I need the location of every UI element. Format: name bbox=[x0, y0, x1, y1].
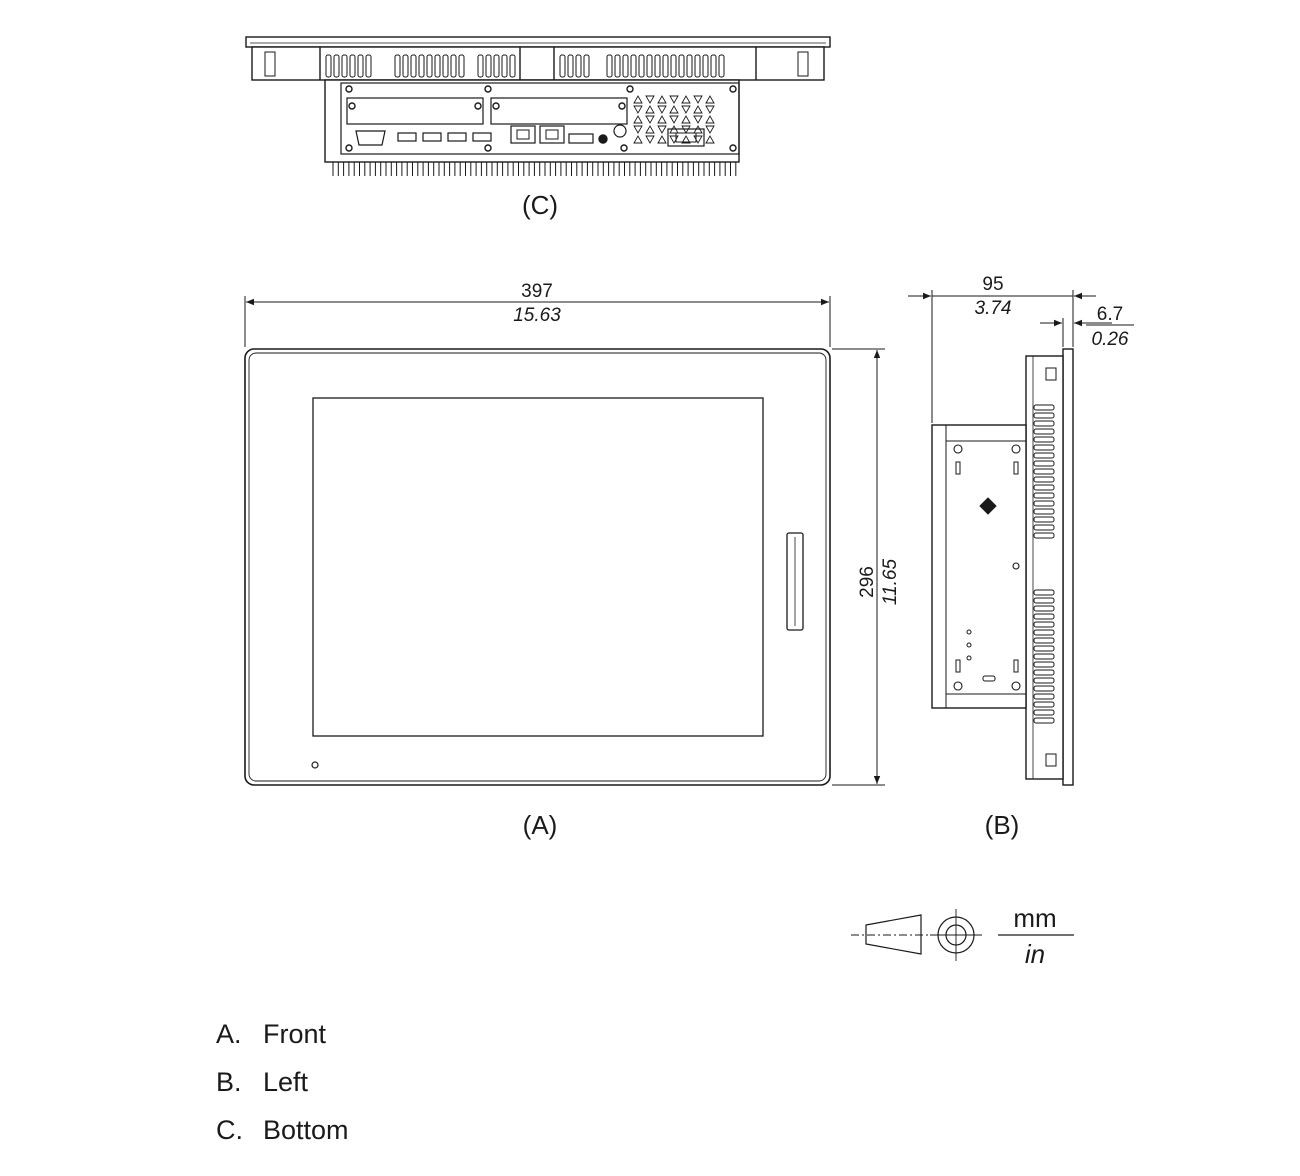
left-view-label: (B) bbox=[985, 810, 1020, 840]
bottom-view-label: (C) bbox=[522, 190, 558, 220]
legend-text: Left bbox=[263, 1066, 309, 1097]
front-view bbox=[244, 348, 831, 786]
legend: A. Front B. Left C. Bottom bbox=[216, 1010, 349, 1154]
front-view-label: (A) bbox=[523, 810, 558, 840]
bottom-view bbox=[245, 36, 831, 176]
height-mm: 296 bbox=[857, 566, 878, 598]
dimension-lines bbox=[244, 290, 1112, 786]
legend-key: C. bbox=[216, 1114, 243, 1145]
third-angle-projection-icon bbox=[851, 909, 982, 961]
legend-text: Front bbox=[263, 1018, 327, 1049]
legend-item: C. Bottom bbox=[216, 1106, 349, 1154]
left-view bbox=[931, 348, 1074, 786]
legend-text: Bottom bbox=[263, 1114, 349, 1145]
legend-key: A. bbox=[216, 1018, 242, 1049]
unit-in: in bbox=[1025, 939, 1045, 969]
bezel-mm: 6.7 bbox=[1097, 304, 1123, 325]
height-in: 11.65 bbox=[880, 559, 901, 606]
legend-key: B. bbox=[216, 1066, 242, 1097]
depth-in: 3.74 bbox=[975, 298, 1012, 319]
width-mm: 397 bbox=[521, 281, 553, 302]
legend-item: B. Left bbox=[216, 1058, 349, 1106]
bezel-in: 0.26 bbox=[1092, 329, 1129, 350]
unit-mm: mm bbox=[1013, 903, 1056, 933]
depth-mm: 95 bbox=[982, 274, 1003, 295]
legend-item: A. Front bbox=[216, 1010, 349, 1058]
width-in: 15.63 bbox=[513, 305, 561, 326]
